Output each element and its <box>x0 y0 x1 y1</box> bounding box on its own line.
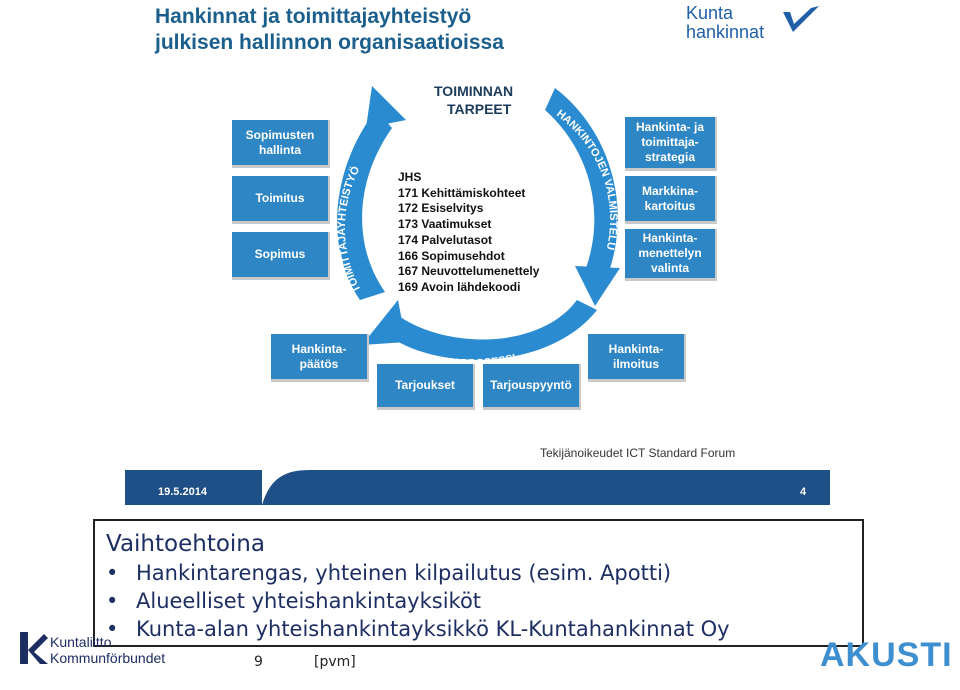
arc-right <box>545 88 618 282</box>
kuntaliitto-logo-line1: Kuntaliitto <box>50 634 112 650</box>
copyright-text: Tekijänoikeudet ICT Standard Forum <box>540 446 736 460</box>
box-toimitus: Toimitus <box>232 176 330 224</box>
box-tarjouspyynto: Tarjouspyyntö <box>483 364 581 410</box>
jhs-item: 173 Vaatimukset <box>398 217 492 232</box>
jhs-item: 166 Sopimusehdot <box>398 248 505 263</box>
list-item-text: Kunta-alan yhteishankintayksikkö KL-Kunt… <box>136 617 730 641</box>
box-sopimusten-hallinta: Sopimusten hallinta <box>232 120 330 168</box>
arc-right-arrowhead <box>575 266 620 306</box>
list-item-text: Hankintarengas, yhteinen kilpailutus (es… <box>136 561 672 585</box>
list-item: •Kunta-alan yhteishankintayksikkö KL-Kun… <box>106 617 730 641</box>
slide-title: Hankinnat ja toimittajayhteistyö julkise… <box>155 4 504 56</box>
kuntahankinnat-logo-line2: hankinnat <box>686 22 765 42</box>
slide-title-line2: julkisen hallinnon organisaatioissa <box>155 31 504 54</box>
arc-left-arrowhead <box>366 86 406 128</box>
list-item-text: Alueelliset yhteishankintayksiköt <box>136 589 482 613</box>
cycle-diagram: TOIMITTAJAYHTEISTYÖ HANKINTOJEN VALMISTE… <box>125 83 830 505</box>
jhs-item: 174 Palvelutasot <box>398 232 493 247</box>
checkmark-icon <box>783 6 819 32</box>
box-hankintapaatos: Hankinta- päätös <box>271 334 369 382</box>
jhs-item: 172 Esiselvitys <box>398 201 484 216</box>
box-markkinakartoitus: Markkina- kartoitus <box>625 176 717 224</box>
box-hankintamenettelyn-valinta: Hankinta- menettelyn valinta <box>625 229 717 281</box>
bar-date: 19.5.2014 <box>158 486 207 498</box>
box-tarjoukset: Tarjoukset <box>377 364 475 410</box>
bar-page-number: 4 <box>800 486 807 498</box>
alternatives-textbox: Vaihtoehtoina •Hankintarengas, yhteinen … <box>93 519 864 647</box>
kuntahankinnat-logo-line1: Kunta <box>686 3 734 23</box>
kuntahankinnat-logo: Kunta hankinnat <box>686 4 826 44</box>
akusti-logo: AKUSTI <box>820 636 953 674</box>
slide-title-line1: Hankinnat ja toimittajayhteistyö <box>155 5 472 28</box>
footer-bar <box>125 470 262 505</box>
date-placeholder: [pvm] <box>314 654 356 670</box>
footer-bar-wave <box>262 470 830 505</box>
jhs-item: 167 Neuvottelumenettely <box>398 264 540 279</box>
center-title-line1: TOIMINNAN <box>434 83 513 99</box>
slide-number: 9 <box>254 654 263 670</box>
jhs-item: 171 Kehittämiskohteet <box>398 185 526 200</box>
alternatives-heading: Vaihtoehtoina <box>106 531 265 557</box>
jhs-heading: JHS <box>398 170 422 184</box>
kuntaliitto-logo-icon <box>20 632 48 664</box>
list-item: •Alueelliset yhteishankintayksiköt <box>106 589 482 613</box>
list-item: •Hankintarengas, yhteinen kilpailutus (e… <box>106 561 672 585</box>
box-sopimus: Sopimus <box>232 232 330 280</box>
arc-bottom <box>380 300 597 360</box>
arc-left <box>337 110 392 300</box>
box-hankintailmoitus: Hankinta- ilmoitus <box>588 334 686 382</box>
center-title-line2: TARPEET <box>447 101 512 117</box>
kuntaliitto-logo-line2: Kommunförbundet <box>50 650 166 666</box>
jhs-list: JHS 171 Kehittämiskohteet 172 Esiselvity… <box>398 170 539 296</box>
jhs-item: 169 Avoin lähdekoodi <box>398 279 521 294</box>
arc-bottom-arrowhead <box>362 300 406 345</box>
box-hankinta-strategia: Hankinta- ja toimittaja- strategia <box>625 117 717 171</box>
